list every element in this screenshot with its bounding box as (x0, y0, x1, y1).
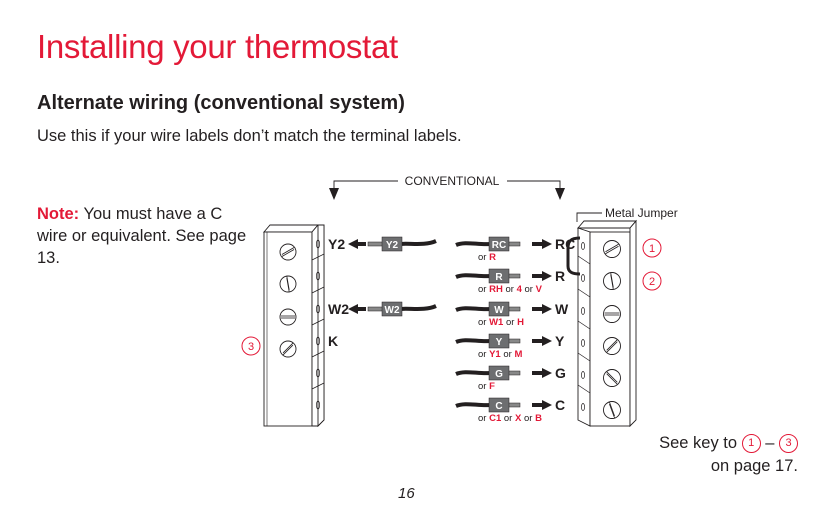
terminal-screw (279, 308, 297, 326)
arrow-left-icon (348, 239, 366, 249)
terminal-hole (316, 400, 320, 410)
see-key-prefix: See key to (659, 434, 742, 452)
terminal-label-r: R (555, 268, 565, 284)
page-title: Installing your thermostat (37, 28, 398, 65)
terminal-screw (279, 243, 297, 261)
svg-text:W2: W2 (385, 305, 400, 316)
alternate-labels: or C1 or X or B (478, 413, 542, 424)
terminal-screw (279, 340, 297, 358)
metal-jumper-callout: Metal Jumper (576, 206, 678, 222)
svg-text:R: R (495, 272, 503, 283)
metal-jumper-wire (566, 236, 581, 276)
callout-3: 3 (241, 336, 261, 356)
section-heading: Alternate wiring (conventional system) (37, 92, 405, 114)
terminal-screw (279, 275, 297, 293)
wire-tag (488, 365, 510, 381)
wire-w2: W2 (348, 301, 437, 317)
terminal-screw (603, 240, 621, 258)
svg-text:C: C (495, 401, 502, 412)
terminal-screw (603, 369, 621, 387)
alternate-labels: or F (478, 381, 495, 392)
svg-text:Y: Y (496, 337, 503, 348)
arrow-right-icon (532, 239, 552, 249)
left-terminal-block (263, 224, 325, 428)
terminal-hole (581, 242, 585, 250)
intro-text: Use this if your wire labels don’t match… (37, 127, 462, 145)
terminal-label-g: G (555, 365, 566, 381)
terminal-hole (316, 239, 320, 249)
note-text: You must have a C wire or equivalent. Se… (37, 205, 247, 267)
callout-1: 1 (642, 238, 662, 258)
page-number: 16 (398, 485, 415, 502)
terminal-hole (581, 339, 585, 347)
terminal-screw (603, 401, 621, 419)
wire-tag (488, 397, 510, 413)
alternate-labels: or R (478, 252, 496, 263)
arrow-right-icon (532, 336, 552, 346)
note-label: Note: (37, 205, 80, 223)
arrow-right-icon (532, 368, 552, 378)
right-block-screws (577, 240, 621, 419)
terminal-screw (603, 337, 621, 355)
wire-y: Y Yor Y1 or M (455, 333, 565, 360)
terminal-hole (316, 304, 320, 314)
see-key-suffix: on page 17. (710, 457, 798, 475)
arrow-down-left-icon (329, 188, 339, 200)
wire-g: G Gor F (455, 365, 566, 392)
metal-jumper-label: Metal Jumper (605, 206, 678, 220)
svg-text:1: 1 (649, 243, 655, 255)
terminal-hole (316, 368, 320, 378)
wire-tag (488, 236, 510, 252)
arrow-right-icon (532, 304, 552, 314)
terminal-hole (316, 336, 320, 346)
alternate-labels: or Y1 or M (478, 349, 522, 360)
wire-y2: Y2 (348, 236, 437, 252)
svg-text:2: 2 (649, 276, 655, 288)
arrow-right-icon (532, 400, 552, 410)
terminal-hole (581, 274, 585, 282)
see-key-text: See key to 1 – 3 on page 17. (600, 432, 798, 478)
terminal-label-y: Y (555, 333, 565, 349)
wire-tag (488, 268, 510, 284)
svg-text:RC: RC (492, 240, 506, 251)
terminal-screw (603, 305, 621, 323)
see-key-dash: – (760, 434, 779, 452)
wire-r: R Ror RH or 4 or V (455, 268, 565, 295)
terminal-label-w2: W2 (328, 301, 349, 317)
svg-text:W: W (494, 305, 504, 316)
terminal-label-k: K (328, 333, 338, 349)
wire-tag (488, 333, 510, 349)
arrow-right-icon (532, 271, 552, 281)
arrow-left-icon (348, 304, 366, 314)
note: Note: You must have a C wire or equivale… (37, 203, 247, 269)
alternate-labels: or W1 or H (478, 317, 524, 328)
svg-text:G: G (495, 369, 503, 380)
wire-w: W Wor W1 or H (455, 301, 569, 328)
svg-text:3: 3 (248, 341, 254, 353)
terminal-hole (581, 307, 585, 315)
wire-tag (381, 301, 403, 317)
alternate-labels: or RH or 4 or V (478, 284, 543, 295)
terminal-label-c: C (555, 397, 565, 413)
wire-tag (381, 236, 403, 252)
terminal-screw (603, 272, 621, 290)
terminal-hole (581, 403, 585, 411)
svg-text:Y2: Y2 (386, 240, 399, 251)
wire-tag (488, 301, 510, 317)
terminal-hole (316, 271, 320, 281)
conventional-label: CONVENTIONAL (405, 174, 500, 188)
terminal-hole (581, 371, 585, 379)
right-terminal-block (577, 219, 637, 428)
arrow-down-right-icon (555, 188, 565, 200)
terminal-label-w: W (555, 301, 569, 317)
conventional-bracket: CONVENTIONAL (329, 174, 565, 200)
left-block-screws (279, 239, 325, 410)
wire-c: C Cor C1 or X or B (455, 397, 565, 424)
callout-2: 2 (642, 271, 662, 291)
key-callout-1: 1 (741, 434, 761, 453)
key-callout-3: 3 (779, 434, 798, 453)
terminal-label-y2: Y2 (328, 236, 345, 252)
